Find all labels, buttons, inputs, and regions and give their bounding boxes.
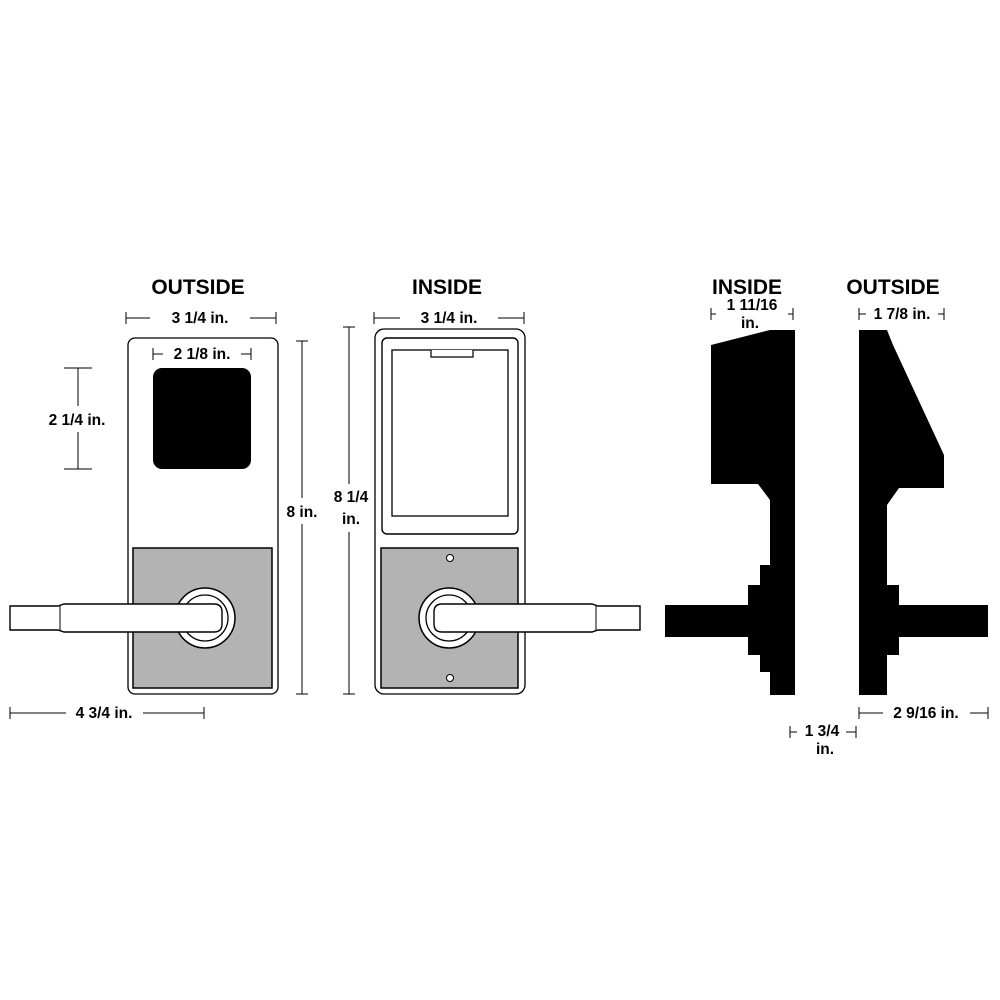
outside-front-view: OUTSIDE 3 1/4 in. 2 1/8 in. 2 1/4 — [9, 276, 318, 722]
outside-depth-label: 1 7/8 in. — [874, 306, 931, 323]
outside-height-dimension: 8 in. — [286, 340, 318, 695]
reader-height-dimension: 2 1/4 in. — [49, 367, 106, 470]
door-thickness-label-line1: 1 3/4 — [805, 723, 840, 740]
outside-depth-dimension: 1 7/8 in. — [858, 306, 945, 323]
outside-front-title: OUTSIDE — [151, 276, 244, 299]
inside-front-title: INSIDE — [412, 276, 482, 299]
outside-lever — [9, 603, 223, 633]
card-reader — [153, 368, 251, 469]
inside-width-label: 3 1/4 in. — [421, 310, 478, 327]
inside-front-view: INSIDE 3 1/4 in. 8 1/4 in. — [334, 276, 641, 695]
inside-height-label-line2: in. — [342, 511, 360, 528]
reader-width-label: 2 1/8 in. — [174, 346, 231, 363]
outside-width-label: 3 1/4 in. — [172, 310, 229, 327]
outside-lever-depth-label: 2 9/16 in. — [893, 705, 958, 722]
outside-side-view: OUTSIDE 1 7/8 in. 2 9/16 in. — [846, 276, 989, 722]
reader-height-label: 2 1/4 in. — [49, 412, 106, 429]
outside-side-profile — [859, 330, 988, 695]
inside-side-title: INSIDE — [712, 276, 782, 299]
outside-side-title: OUTSIDE — [846, 276, 939, 299]
outside-lever-length-dimension: 4 3/4 in. — [9, 705, 205, 722]
door-thickness-dimension: 1 3/4 in. — [789, 723, 857, 758]
battery-cover-latch — [430, 350, 474, 358]
door-thickness-label-line2: in. — [816, 741, 834, 758]
inside-height-label-line1: 8 1/4 — [334, 489, 369, 506]
battery-cover-inner — [391, 349, 509, 517]
outside-lever-length-label: 4 3/4 in. — [76, 705, 133, 722]
inside-screw-top — [446, 554, 454, 562]
inside-side-profile — [665, 330, 795, 695]
reader-width-dimension: 2 1/8 in. — [152, 346, 252, 363]
inside-depth-label-line2: in. — [741, 315, 759, 332]
inside-width-dimension: 3 1/4 in. — [373, 310, 525, 327]
inside-depth-label-line1: 1 11/16 — [727, 297, 778, 314]
inside-height-dimension: 8 1/4 in. — [334, 326, 369, 695]
outside-lever-depth-dimension: 2 9/16 in. — [858, 705, 989, 722]
inside-depth-dimension: 1 11/16 in. — [710, 297, 794, 332]
outside-width-dimension: 3 1/4 in. — [125, 310, 277, 327]
inside-screw-bottom — [446, 674, 454, 682]
outside-height-label: 8 in. — [286, 504, 317, 521]
inside-side-view: INSIDE 1 11/16 in. 1 3/4 in. — [665, 276, 857, 758]
inside-lever — [433, 603, 641, 633]
